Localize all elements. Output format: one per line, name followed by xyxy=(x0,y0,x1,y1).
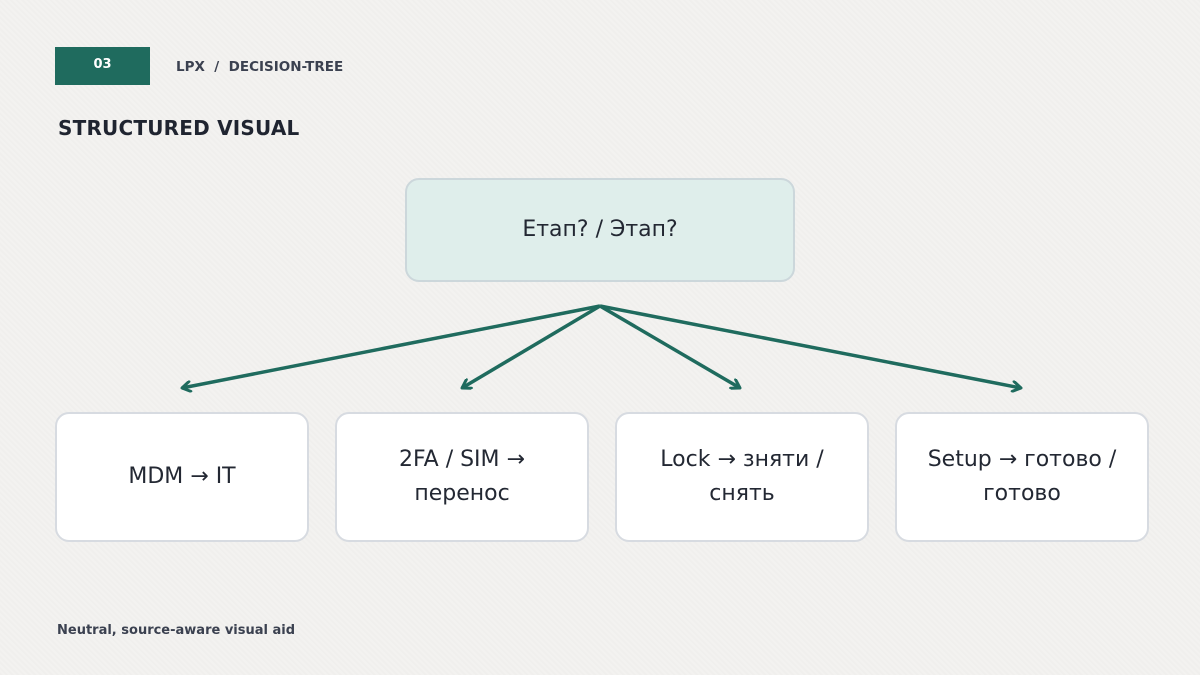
branch-node-label: MDM → IT xyxy=(128,464,236,489)
footer-note: Neutral, source-aware visual aid xyxy=(57,623,296,638)
branch-node-label: Setup → готово / готово xyxy=(927,447,1117,506)
branch-node-label: 2FA / SIM → перенос xyxy=(399,447,525,506)
branch-node-lock: Lock → зняти / снять xyxy=(615,412,869,542)
branch-node-2fa-sim: 2FA / SIM → перенос xyxy=(335,412,589,542)
connector-arrow-1 xyxy=(182,304,601,388)
page-title: STRUCTURED VISUAL xyxy=(58,116,300,140)
branch-node-setup: Setup → готово / готово xyxy=(895,412,1149,542)
breadcrumb: LPX / DECISION-TREE xyxy=(176,59,344,75)
connector-arrow-4 xyxy=(599,304,1021,388)
root-node-label: Етап? / Этап? xyxy=(522,217,678,242)
root-decision-node: Етап? / Этап? xyxy=(405,178,795,282)
connector-arrow-2 xyxy=(462,304,601,388)
branch-node-label: Lock → зняти / снять xyxy=(660,447,824,506)
slide-number-badge: 03 xyxy=(55,47,150,85)
connector-arrow-3 xyxy=(599,304,740,388)
branch-node-mdm: MDM → IT xyxy=(55,412,309,542)
